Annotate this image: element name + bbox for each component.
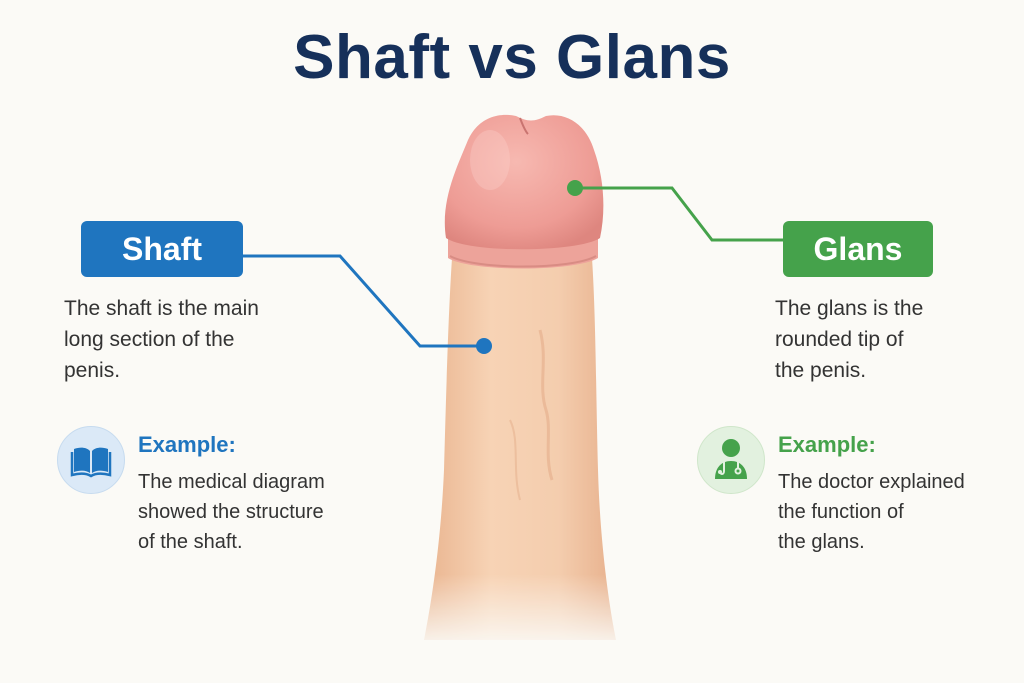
glans-description: The glans is the rounded tip of the peni…: [775, 297, 924, 382]
glans-example-label: Example:: [778, 432, 876, 457]
shaft-label-badge: Shaft: [81, 221, 243, 277]
glans-label-badge: Glans: [783, 221, 933, 277]
glans-connector-line: [575, 186, 783, 242]
shaft-example-label: Example:: [138, 432, 236, 457]
doctor-icon: [697, 426, 765, 494]
corona-ridge: [448, 236, 598, 269]
glans-example-text: The doctor explained the function of the…: [778, 471, 965, 553]
shaft-example-text: The medical diagram showed the structure…: [138, 471, 325, 553]
shaft-connector-line: [243, 254, 484, 348]
glans-marker-dot: [567, 180, 583, 196]
book-icon: [57, 426, 125, 494]
shaft-description: The shaft is the main long section of th…: [64, 297, 259, 382]
shaft-marker-dot: [476, 338, 492, 354]
page-title: Shaft vs Glans: [293, 23, 731, 92]
glans-illustration: [444, 114, 604, 250]
shaft-illustration: [424, 258, 616, 640]
